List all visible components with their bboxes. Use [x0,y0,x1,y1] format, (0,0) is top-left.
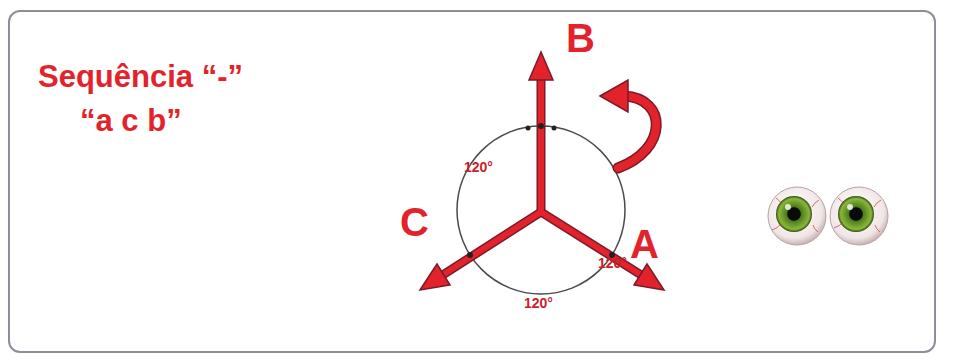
phasor-label: C [400,200,429,244]
phasor-arrows [420,52,664,290]
eyes-icon [768,187,888,245]
heading-text: Sequência “-” [38,60,243,94]
angle-label: 120° [598,256,627,271]
circle-dots [467,123,615,258]
phasor-label: A [630,222,659,266]
sequence-text: “a c b” [80,104,182,138]
phasor-label: B [566,16,595,60]
angle-label: 120° [464,160,493,175]
angle-label: 120° [524,296,553,311]
rotation-arrow [600,80,656,168]
